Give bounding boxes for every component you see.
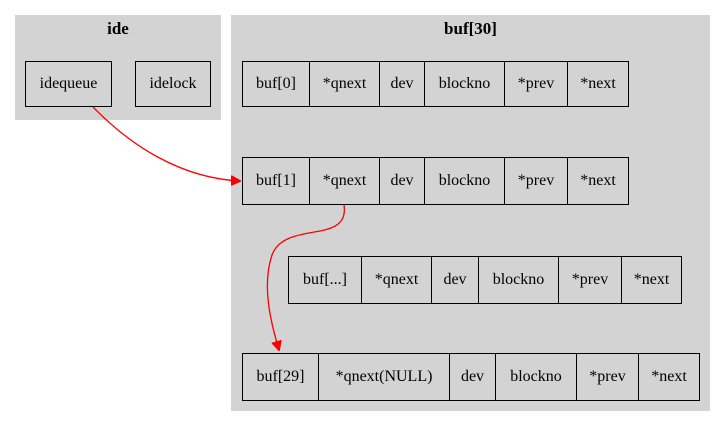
buf1-blockno-field: blockno: [425, 158, 505, 204]
ide-cluster-title: ide: [107, 19, 129, 38]
buf0-index-field: buf[0]: [243, 62, 310, 106]
buf0-record: buf[0] *qnext dev blockno *prev *next: [242, 61, 629, 107]
buf1-index-field: buf[1]: [243, 158, 310, 204]
buf29-dev-field: dev: [450, 354, 496, 400]
edge-idequeue-to-buf1: [92, 106, 240, 181]
bufdots-dev-field: dev: [432, 257, 479, 303]
buf1-next-field: *next: [580, 172, 616, 189]
bufdots-prev-field: *prev: [559, 257, 622, 303]
buf1-record: buf[1] *qnext dev blockno *prev *next: [242, 157, 629, 205]
bufdots-qnext-field: *qnext: [362, 257, 432, 303]
buf29-record: buf[29] *qnext(NULL) dev blockno *prev *…: [242, 353, 700, 401]
bufdots-record: buf[...] *qnext dev blockno *prev *next: [288, 256, 682, 304]
buf29-next-field: *next: [651, 368, 687, 385]
buf29-prev-field: *prev: [577, 354, 639, 400]
buf0-next-field: *next: [580, 75, 616, 92]
bufdots-index-field: buf[...]: [289, 257, 362, 303]
idequeue-node: idequeue: [25, 61, 112, 107]
bufdots-next-field: *next: [633, 271, 670, 288]
edge-buf1-qnext-to-buf29: [266, 204, 345, 350]
buf1-dev-field: dev: [380, 158, 425, 204]
buf29-qnext-field: *qnext(NULL): [319, 354, 450, 400]
buf29-blockno-field: blockno: [496, 354, 577, 400]
bufdots-blockno-field: blockno: [479, 257, 559, 303]
buf1-qnext-field: *qnext: [310, 158, 380, 204]
buf0-blockno-field: blockno: [425, 62, 505, 106]
buf1-prev-field: *prev: [505, 158, 568, 204]
buf0-dev-field: dev: [380, 62, 425, 106]
buf0-qnext-field: *qnext: [310, 62, 380, 106]
idelock-node: idelock: [135, 61, 211, 107]
buf29-index-field: buf[29]: [243, 354, 319, 400]
buf-cluster-title: buf[30]: [444, 19, 497, 38]
buf0-prev-field: *prev: [505, 62, 568, 106]
